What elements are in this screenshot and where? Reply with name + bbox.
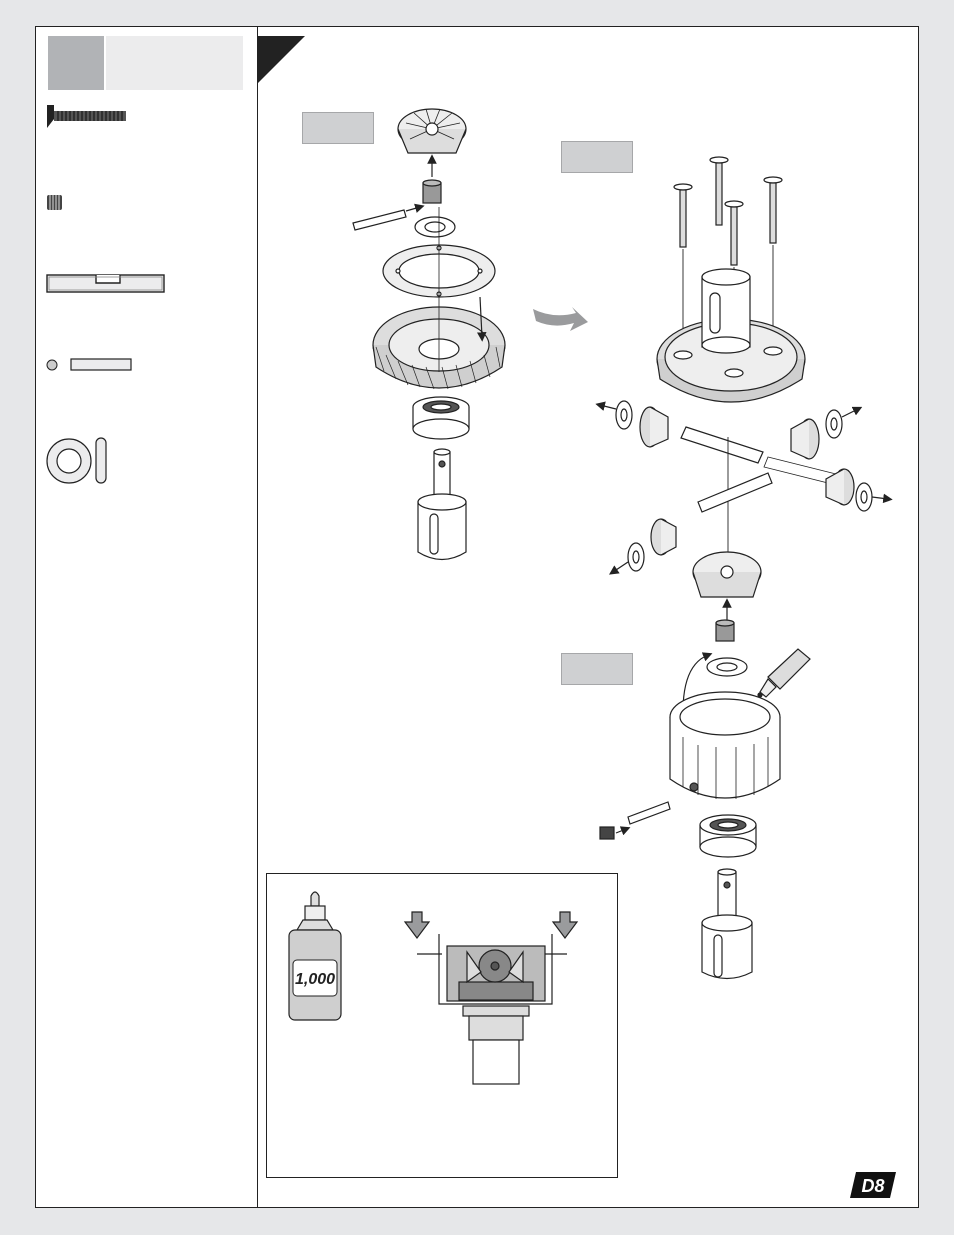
oil-bottle-icon: 1,000 — [288, 891, 342, 1021]
spider-gears — [595, 400, 893, 637]
cross-shaft-icon — [46, 274, 165, 293]
screws-icon — [673, 156, 783, 266]
step-number-box — [48, 36, 104, 90]
oil-fill-note: 1,000 — [266, 873, 618, 1178]
flat-head-screw-icon — [47, 105, 126, 128]
flip-arrow-icon — [533, 307, 588, 331]
case-assembly — [599, 619, 811, 980]
oil-weight-label: 1,000 — [295, 971, 335, 988]
right-assembly — [656, 156, 806, 403]
left-assembly — [352, 108, 506, 561]
step-corner-marker — [257, 36, 305, 84]
manual-page: 1,000 D8 — [35, 26, 919, 1208]
column-divider — [257, 27, 258, 1207]
fill-level-cutaway — [403, 911, 579, 1085]
brand-logo: D8 — [850, 1172, 896, 1198]
brand-logo-text: D8 — [861, 1176, 884, 1196]
oil-bottle-small-icon — [757, 648, 811, 698]
substep-label-b — [561, 141, 633, 173]
assembly-diagram — [352, 108, 893, 980]
parts-sidebar — [36, 27, 257, 1207]
bevel-gear-icon — [397, 108, 467, 154]
parts-icons — [46, 105, 165, 484]
oil-fill-diagram: 1,000 — [288, 891, 579, 1085]
substep-label-a — [302, 112, 374, 144]
o-ring-icon — [46, 437, 107, 484]
substep-label-c — [561, 653, 633, 685]
set-screw-icon — [47, 195, 62, 210]
step-title-box — [106, 36, 243, 90]
pin-icon — [46, 358, 132, 371]
